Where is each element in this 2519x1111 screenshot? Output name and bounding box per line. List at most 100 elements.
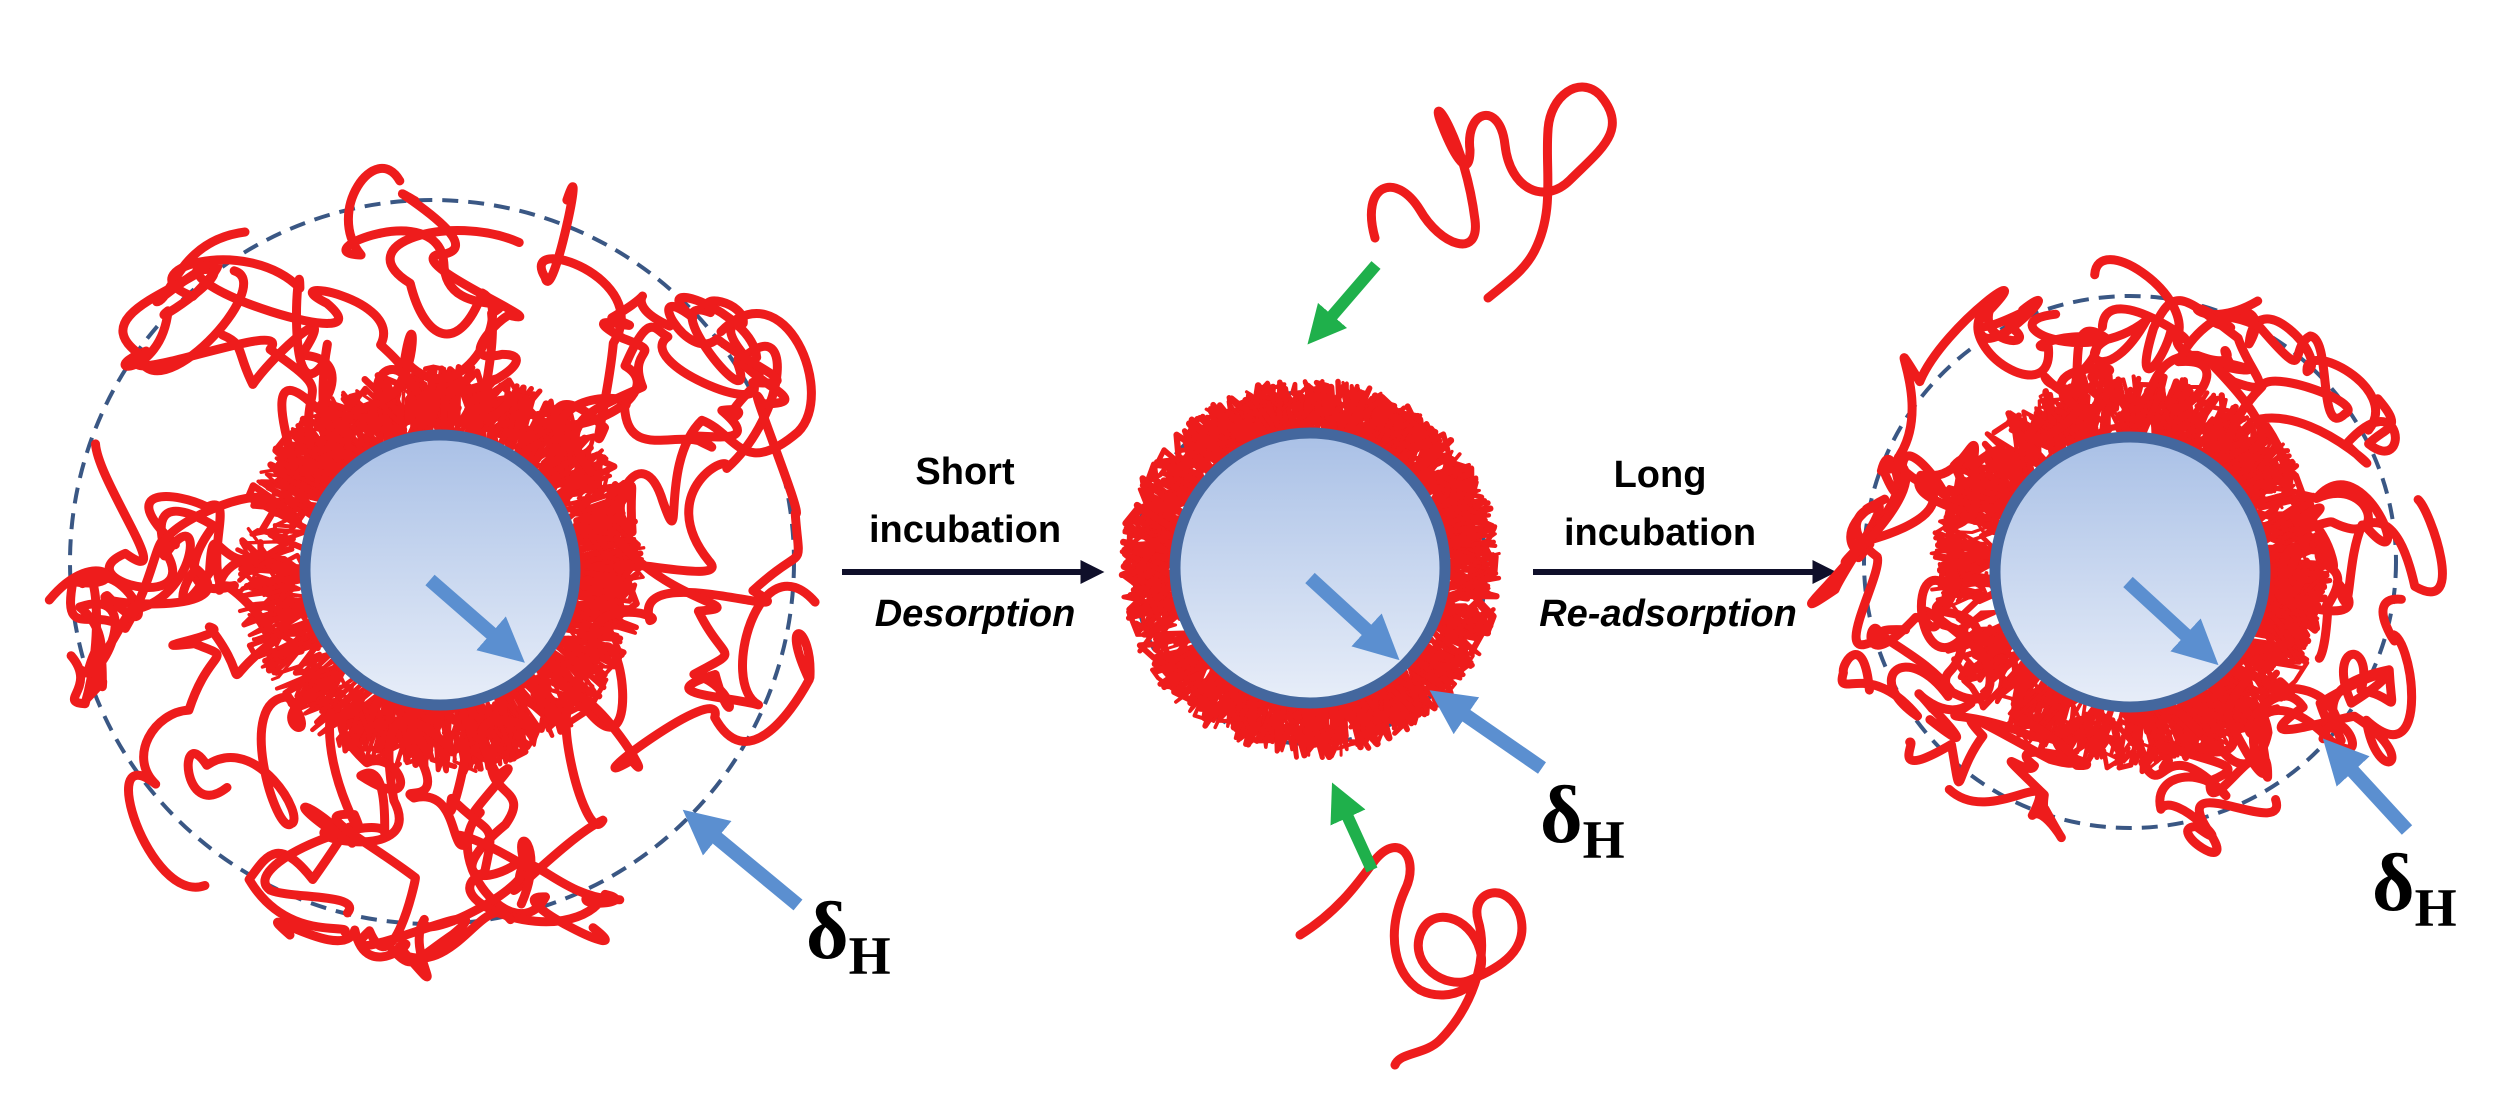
nanoparticle-core (1989, 431, 2271, 713)
adsorbed-chain-segment (274, 663, 350, 703)
polymer-loop (152, 227, 335, 432)
adsorbed-chain-segment (1297, 702, 1329, 760)
adsorbed-chain-segment (1438, 513, 1492, 564)
polymer-loop (2097, 296, 2267, 453)
polymer-loop (2274, 520, 2367, 616)
adsorbed-chain-segment (1348, 705, 1388, 748)
adsorbed-chain-segment (1414, 650, 1470, 697)
adsorbed-chain-segment (2101, 716, 2142, 766)
nanoparticle-core (299, 429, 581, 711)
polymer-loop (124, 622, 279, 892)
polymer-loop (341, 163, 513, 423)
adsorbed-chain-segment (1173, 416, 1222, 470)
hydrodynamic-boundary (1862, 294, 2398, 830)
polymer-loop (531, 292, 782, 431)
adsorbed-chain-segment (1399, 437, 1432, 474)
adsorbed-chain-segment (326, 683, 362, 748)
adsorbed-chain-segment (1273, 696, 1307, 754)
step-process-label: Desorption (875, 593, 1076, 635)
polymer-loop (218, 323, 337, 471)
polymer-loop (1837, 575, 1969, 721)
adsorbed-chain-segment (1170, 449, 1208, 497)
adsorbed-chain-segment (1437, 605, 1482, 637)
polymer-loop (587, 344, 803, 666)
polymer-loop (118, 260, 410, 416)
adsorbed-chain-segment (360, 702, 410, 765)
incoming-chain-arrow (1307, 261, 1381, 345)
adsorbed-chain-segment (1309, 691, 1346, 757)
adsorbed-chain-segment (1446, 588, 1496, 629)
polymer-loop (2255, 394, 2400, 489)
adsorbed-chain-segment (1439, 558, 1502, 601)
polymer-loop (183, 692, 317, 830)
delta-h-label: δH (1540, 769, 1625, 870)
adsorbed-chain-segment (1196, 416, 1248, 462)
polymer-loop (405, 743, 536, 909)
polymer-loop (2138, 704, 2282, 857)
stage-readsorbed: δH (1807, 255, 2457, 938)
polymer-loops (44, 163, 820, 982)
polymer-loop (605, 309, 816, 537)
delta-pointer-arrow (2322, 738, 2413, 835)
radius-arrow (425, 574, 525, 663)
polymer-loop (1944, 724, 2091, 842)
adsorbed-chain-segment (1210, 401, 1265, 456)
polymer-loop (1849, 454, 1971, 609)
polymer-loop (2027, 309, 2151, 411)
delta-pointer-arrow (682, 809, 803, 911)
polymer-loop (570, 291, 675, 477)
adsorbed-chain-segment (1131, 529, 1174, 586)
radius-arrow (1305, 572, 1400, 661)
adsorbed-chain-segment (1438, 589, 1476, 635)
polymer-loop (1904, 665, 2080, 787)
adsorbed-chain-segment (1295, 381, 1349, 437)
step-label-line2: incubation (1564, 512, 1756, 554)
delta-h-label: δH (2372, 837, 2457, 938)
polymer-loop (397, 189, 525, 396)
free-polymer-chain (1366, 82, 1617, 303)
stage-desorbed: δH (1118, 82, 1625, 1070)
polymer-loop (1840, 440, 2004, 567)
adsorbed-chain-segment (236, 566, 309, 595)
adsorbed-chain-segment (2139, 702, 2180, 770)
polymer-loop (612, 534, 820, 712)
adsorbed-chain-segment (1342, 385, 1402, 446)
adsorbed-chain-segment (2268, 608, 2309, 636)
adsorbed-chain-segment (2153, 372, 2205, 454)
adsorbed-chain-segment (1241, 688, 1270, 744)
stage-initial: δH (44, 163, 891, 986)
polymer-loop (273, 736, 531, 982)
adsorbed-chain-segment (1966, 638, 2012, 680)
process-step-long: Long incubation Re-adsorption (1533, 454, 1837, 635)
polymer-loop (260, 701, 406, 918)
adsorbed-chain-segment (1426, 612, 1470, 659)
polymer-loop (325, 708, 515, 967)
adsorbed-chain-segment (249, 527, 314, 544)
radius-arrow (2123, 576, 2219, 666)
adsorbed-chain-segment (545, 641, 600, 697)
adsorbed-chain-segment (422, 364, 475, 435)
adsorbed-chain-segment (1437, 504, 1495, 549)
adsorbed-chain-segment (416, 703, 453, 774)
step-label-line2: incubation (869, 509, 1061, 551)
adsorbed-chain-segment (1229, 700, 1279, 733)
adsorbed-chain-segment (2174, 421, 2202, 448)
adsorbed-chain-segment (2237, 463, 2300, 499)
process-step-short: Short incubation Desorption (842, 451, 1105, 635)
adsorbed-chain-segment (553, 465, 599, 503)
adsorbed-chain-segment (238, 547, 306, 570)
adsorbed-chain-segment (511, 394, 536, 445)
adsorbed-chain-segment (264, 464, 322, 515)
incoming-chain-arrow (1330, 782, 1378, 873)
adsorbed-chain-segment (1450, 551, 1501, 589)
nanoparticle-core (1169, 427, 1451, 709)
step-process-label: Re-adsorption (1539, 593, 1797, 635)
adsorbed-chain-segment (1226, 390, 1300, 459)
adsorbed-chain-segment (561, 593, 626, 642)
polymer-loop (2293, 480, 2447, 597)
adsorbed-chain-segment (315, 407, 374, 465)
polymer-loop (2164, 307, 2381, 435)
polymer-loop (2289, 503, 2343, 663)
polymer-loop (445, 738, 620, 927)
